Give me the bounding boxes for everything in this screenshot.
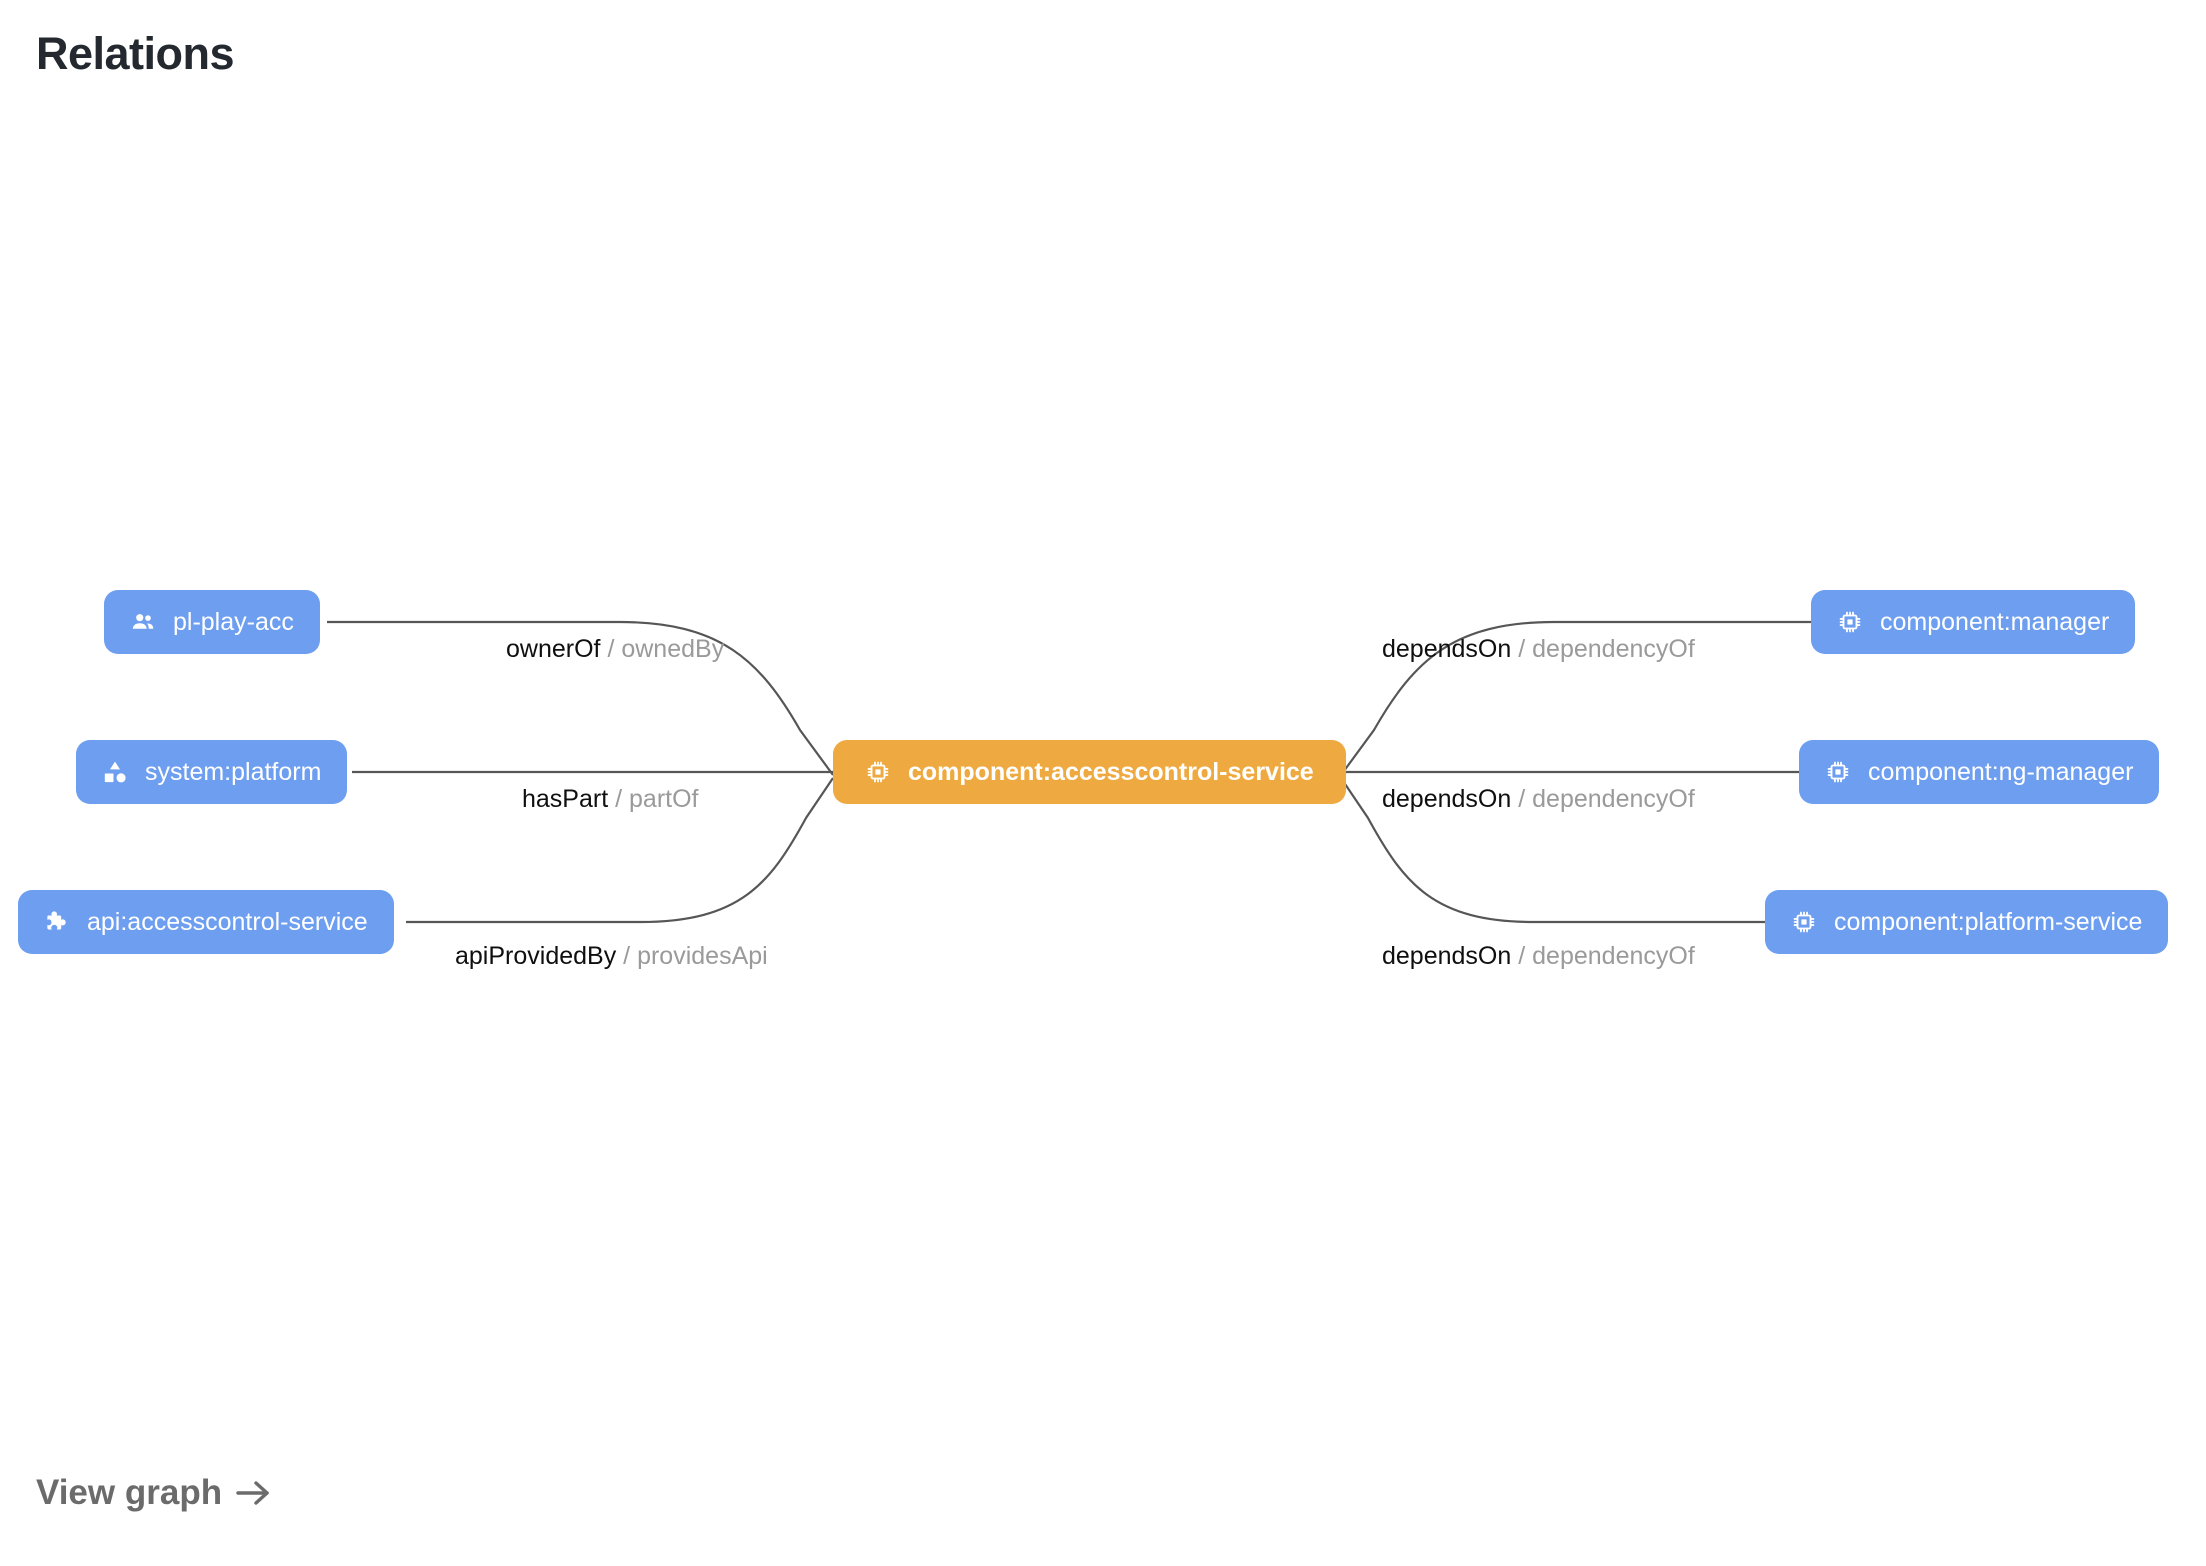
edge-label-secondary: providesApi: [637, 942, 768, 970]
chip-icon: [1791, 909, 1817, 935]
graph-node-component-manager[interactable]: component:manager: [1811, 590, 2136, 654]
graph-node-label: component:manager: [1880, 607, 2110, 636]
graph-node-label: system:platform: [145, 757, 322, 786]
edge-label-primary: hasPart: [522, 785, 609, 813]
edge-label-primary: apiProvidedBy: [455, 942, 617, 970]
graph-node-label: pl-play-acc: [173, 607, 294, 636]
edge-label-primary: ownerOf: [506, 635, 601, 663]
edge-label-dependsOn-mid: dependsOn / dependencyOf: [1382, 787, 1695, 812]
edge-label-secondary: dependencyOf: [1532, 942, 1695, 970]
edge-label-separator: /: [607, 635, 622, 663]
edge-label-separator: /: [1518, 942, 1533, 970]
edge-label-dependsOn-bottom: dependsOn / dependencyOf: [1382, 944, 1695, 969]
edge-label-separator: /: [1518, 635, 1533, 663]
edge-label-primary: dependsOn: [1382, 942, 1512, 970]
edge-label-separator: /: [623, 942, 638, 970]
graph-node-pl-play-acc[interactable]: pl-play-acc: [104, 590, 320, 654]
graph-node-api-accesscontrol-service[interactable]: api:accesscontrol-service: [18, 890, 394, 954]
view-graph-link[interactable]: View graph: [36, 1473, 272, 1513]
group-icon: [130, 609, 156, 635]
edge-label-separator: /: [615, 785, 630, 813]
edge-label-secondary: partOf: [629, 785, 699, 813]
edge-label-secondary: dependencyOf: [1532, 785, 1695, 813]
graph-node-system-platform[interactable]: system:platform: [76, 740, 348, 804]
chip-icon: [865, 759, 891, 785]
view-graph-label: View graph: [36, 1473, 223, 1512]
graph-node-label: component:ng-manager: [1868, 757, 2134, 786]
edge-label-secondary: ownedBy: [621, 635, 725, 663]
category-icon: [102, 759, 128, 785]
graph-node-label: api:accesscontrol-service: [87, 907, 368, 936]
page-title: Relations: [36, 28, 235, 79]
graph-node-label: component:platform-service: [1834, 907, 2143, 936]
edge-label-primary: dependsOn: [1382, 635, 1512, 663]
chip-icon: [1837, 609, 1863, 635]
edge-label-separator: /: [1518, 785, 1533, 813]
chip-icon: [1825, 759, 1851, 785]
arrow-right-icon: [234, 1477, 272, 1509]
graph-node-label: component:accesscontrol-service: [908, 757, 1314, 786]
edge-label-ownerOf: ownerOf / ownedBy: [506, 637, 724, 662]
puzzle-icon: [44, 909, 70, 935]
graph-node-component-accesscontrol-service[interactable]: component:accesscontrol-service: [833, 740, 1346, 804]
graph-node-component-platform-service[interactable]: component:platform-service: [1765, 890, 2169, 954]
edge-label-primary: dependsOn: [1382, 785, 1512, 813]
edge-label-secondary: dependencyOf: [1532, 635, 1695, 663]
edge-label-hasPart: hasPart / partOf: [522, 787, 699, 812]
graph-node-component-ng-manager[interactable]: component:ng-manager: [1799, 740, 2160, 804]
edge-label-apiProvidedBy: apiProvidedBy / providesApi: [455, 944, 768, 969]
edge-label-dependsOn-top: dependsOn / dependencyOf: [1382, 637, 1695, 662]
